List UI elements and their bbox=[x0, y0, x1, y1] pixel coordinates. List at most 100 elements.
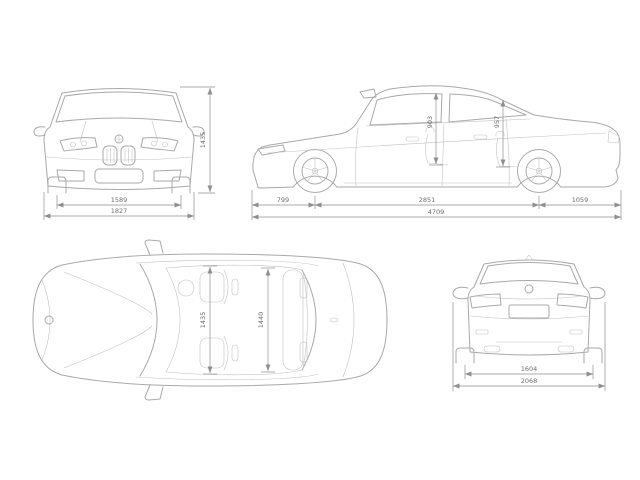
front-seat-profile bbox=[425, 126, 449, 166]
rear-bench-back bbox=[302, 271, 308, 369]
headlight-lens bbox=[151, 140, 157, 147]
exhaust-right bbox=[557, 345, 575, 353]
side-body-outline bbox=[252, 85, 621, 189]
rear-body-outline bbox=[467, 259, 591, 356]
dim-label-width-incl-mirrors: 2068 bbox=[521, 377, 538, 385]
front-seat-right-headrest bbox=[231, 344, 239, 362]
roof-front-edge bbox=[165, 267, 181, 373]
shoulder-line-top bbox=[135, 259, 319, 267]
kidney-grille-left bbox=[102, 145, 118, 166]
front-view bbox=[33, 88, 205, 194]
front-width-dimension: 1827 bbox=[43, 192, 195, 220]
bumper-top-line bbox=[469, 315, 589, 320]
headlight-right bbox=[140, 137, 179, 152]
rear-overhang-dimension: 1059 bbox=[538, 196, 622, 208]
bumper-line bbox=[45, 156, 193, 161]
side-mirror-left bbox=[33, 126, 46, 137]
front-wheel-spokes bbox=[302, 158, 328, 182]
rear-view bbox=[452, 254, 606, 364]
rear-left-tire bbox=[455, 347, 475, 364]
roof-side-edge-top bbox=[165, 264, 303, 271]
rear-headrest-left bbox=[299, 277, 308, 299]
windshield bbox=[55, 91, 183, 123]
rear-headrest-right bbox=[299, 341, 308, 363]
dimension-annotations: 1435 1589 1827 903 957 bbox=[43, 86, 622, 391]
dim-label-interior-width-front: 1435 bbox=[199, 312, 207, 329]
rear-headroom-dimension: 957 bbox=[493, 99, 510, 168]
mirror-left bbox=[452, 286, 469, 300]
rear-window-top bbox=[301, 269, 317, 371]
reflector-right bbox=[569, 329, 583, 335]
interior-width-front-dimension: 1435 bbox=[199, 265, 217, 375]
beltline bbox=[365, 118, 531, 127]
dim-label-rear-overhang: 1059 bbox=[572, 196, 589, 204]
windshield-base bbox=[139, 263, 158, 377]
taillight-side bbox=[607, 130, 620, 144]
dim-label-front-track: 1589 bbox=[111, 196, 128, 204]
door-handle-rear bbox=[473, 134, 488, 140]
dim-label-front-headroom: 903 bbox=[426, 116, 434, 128]
hood-roundel bbox=[44, 315, 54, 325]
rear-window bbox=[479, 262, 579, 285]
front-seat-left-back bbox=[223, 269, 229, 305]
reflector-left bbox=[475, 329, 489, 335]
side-view bbox=[252, 85, 621, 193]
front-seat-right-cushion bbox=[199, 337, 225, 369]
dim-label-wheelbase: 2851 bbox=[419, 196, 436, 204]
rear-bench-cushion bbox=[282, 269, 304, 371]
dim-label-front-overhang: 799 bbox=[277, 196, 289, 204]
front-headroom-dimension: 903 bbox=[426, 92, 443, 166]
hood-crease-bottom bbox=[63, 325, 153, 369]
top-body-outline bbox=[32, 253, 388, 387]
top-view bbox=[32, 239, 388, 401]
trunk-roundel bbox=[524, 284, 534, 294]
front-overhang-dimension: 799 bbox=[251, 196, 316, 208]
front-side-window bbox=[369, 93, 443, 126]
front-bumper-seam bbox=[41, 279, 51, 361]
dim-label-rear-track: 1604 bbox=[521, 365, 538, 373]
roof-antenna-fin bbox=[525, 254, 533, 260]
shoulder-line-bottom bbox=[135, 373, 319, 381]
steering-wheel bbox=[177, 279, 195, 297]
trunk-lid-line bbox=[473, 295, 585, 300]
front-seat-left-cushion bbox=[199, 271, 225, 303]
headlight-left bbox=[59, 137, 98, 152]
center-air-intake bbox=[94, 168, 144, 184]
roundel-cross bbox=[114, 134, 124, 144]
headlight-lens bbox=[162, 141, 168, 148]
character-line bbox=[267, 132, 607, 154]
antenna-fin bbox=[329, 317, 339, 323]
side-intake-right bbox=[153, 169, 182, 182]
front-wheel-rim bbox=[301, 157, 329, 185]
dim-label-overall-length: 4709 bbox=[428, 208, 445, 216]
front-left-tire bbox=[47, 176, 67, 194]
headlight-lens bbox=[70, 141, 76, 148]
exhaust-left bbox=[483, 345, 501, 353]
dim-label-interior-width-rear: 1440 bbox=[257, 312, 265, 329]
overall-length-dimension: 4709 bbox=[251, 208, 622, 220]
side-mirror-right bbox=[192, 126, 205, 137]
rear-right-tire bbox=[583, 347, 603, 364]
wheelbase-dimension: 2851 bbox=[314, 196, 540, 208]
interior-width-rear-dimension: 1440 bbox=[257, 267, 275, 373]
front-height-dimension: 1435 bbox=[180, 86, 215, 194]
kidney-grille-right bbox=[120, 145, 136, 166]
front-door-seam bbox=[355, 127, 359, 187]
dim-label-rear-headroom: 957 bbox=[493, 116, 501, 128]
headlight-lens bbox=[81, 140, 87, 147]
front-right-tire bbox=[171, 176, 191, 194]
front-wheel-tire bbox=[293, 149, 337, 193]
roof-side-edge-bottom bbox=[165, 369, 303, 376]
mirror-right bbox=[589, 286, 606, 300]
mirror-bottom bbox=[144, 384, 164, 401]
grille-slats bbox=[106, 147, 133, 164]
front-seat-right-back bbox=[223, 335, 229, 371]
dim-label-overall-height: 1435 bbox=[199, 132, 207, 149]
rear-wheel-tire bbox=[517, 149, 561, 193]
front-track-dimension: 1589 bbox=[56, 195, 182, 209]
rear-door-seam bbox=[505, 118, 510, 187]
dim-label-overall-width: 1827 bbox=[111, 207, 128, 215]
rear-seat-profile bbox=[495, 130, 519, 168]
